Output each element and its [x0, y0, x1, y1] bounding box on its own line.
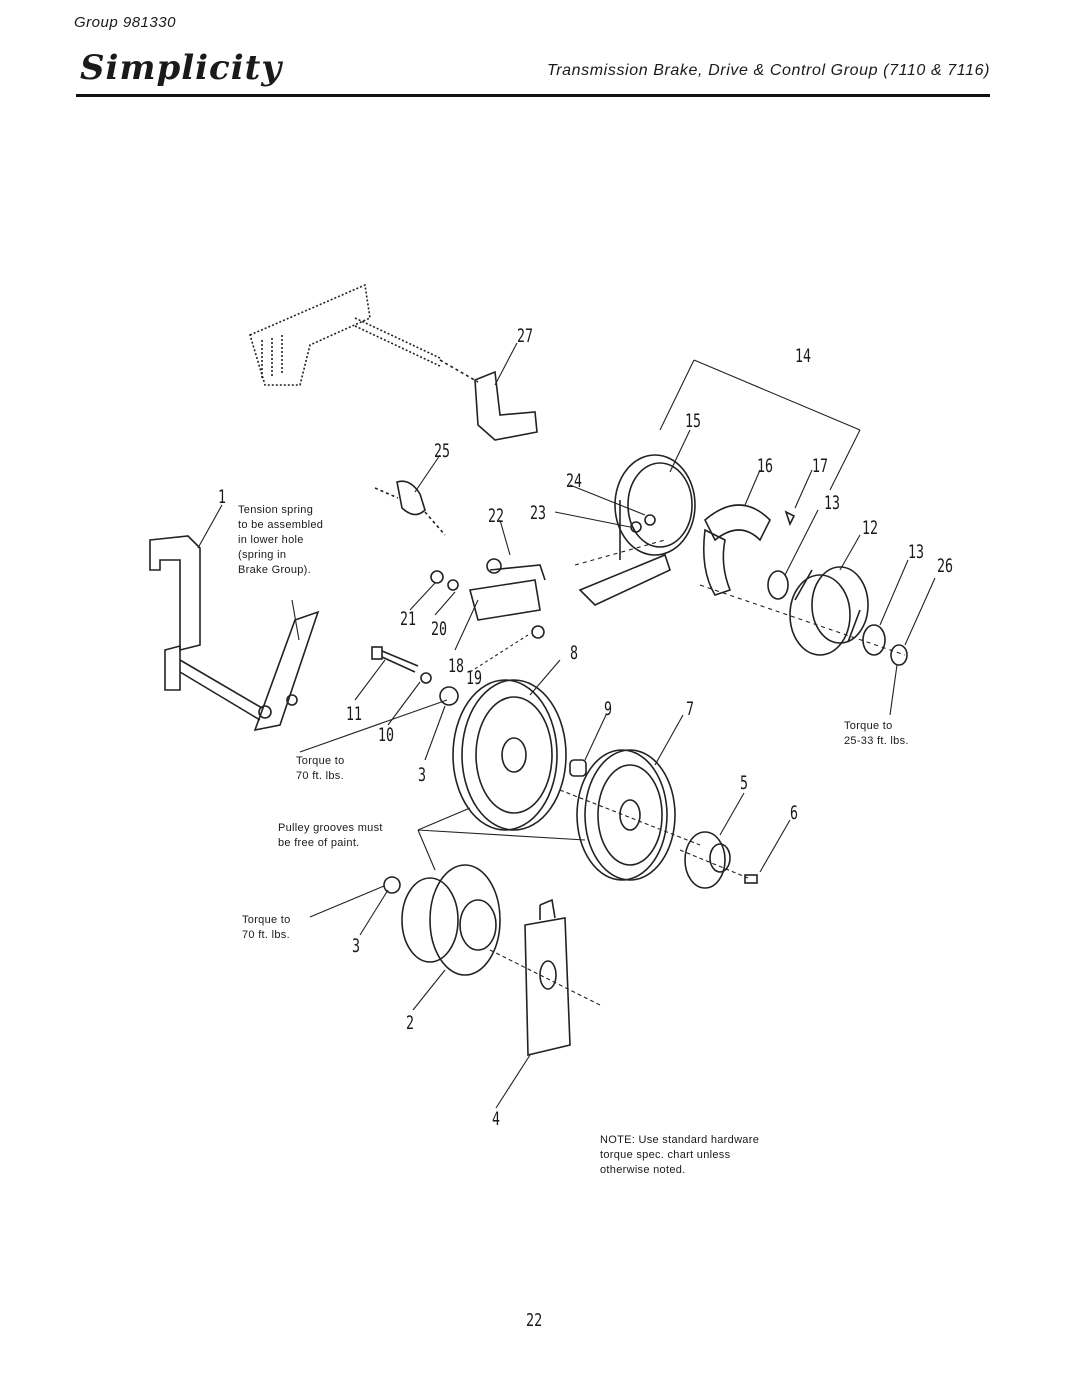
- callout-19: 19: [466, 667, 483, 689]
- callout-13-lower: 13: [908, 541, 925, 563]
- callout-25: 25: [434, 440, 451, 462]
- callout-leaders: [197, 342, 936, 1109]
- callout-1: 1: [218, 486, 227, 508]
- callout-4: 4: [492, 1108, 501, 1130]
- part-19-bolt: [531, 625, 545, 639]
- callout-12: 12: [862, 517, 879, 539]
- callout-3-lower: 3: [352, 935, 361, 957]
- torque-70-lower-note: Torque to 70 ft. lbs.: [242, 914, 291, 941]
- part-21-nut: [430, 570, 444, 584]
- header-rule: [76, 94, 990, 97]
- callout-13-upper: 13: [824, 492, 841, 514]
- callout-10: 10: [378, 724, 395, 746]
- callout-7: 7: [686, 698, 695, 720]
- group-label: Group 981330: [74, 14, 176, 31]
- frame-part: [249, 283, 441, 386]
- part-20-washer: [447, 579, 459, 591]
- callout-5: 5: [740, 772, 749, 794]
- part-5-hub: [684, 831, 731, 889]
- tension-spring-note: Tension spring to be assembled in lower …: [238, 504, 324, 576]
- part-13-washer-a: [767, 570, 789, 600]
- callout-15: 15: [685, 410, 702, 432]
- callout-9: 9: [604, 698, 613, 720]
- callout-22: 22: [488, 505, 505, 527]
- part-10-washer: [420, 672, 432, 684]
- part-18-bracket: [468, 564, 546, 621]
- callout-2: 2: [406, 1012, 415, 1034]
- callout-14: 14: [795, 345, 812, 367]
- hardware-torque-note: NOTE: Use standard hardware torque spec.…: [600, 1134, 760, 1176]
- pulley-grooves-note: Pulley grooves must be free of paint.: [278, 822, 383, 849]
- brand-logo: Simplicity: [80, 48, 283, 88]
- part-25-clamp: [374, 480, 446, 536]
- part-16-band: [702, 504, 771, 596]
- part-9-spacer: [569, 759, 587, 777]
- callout-16: 16: [757, 455, 774, 477]
- callout-21: 21: [400, 608, 417, 630]
- part-17-pin: [784, 510, 796, 527]
- callout-20: 20: [431, 618, 448, 640]
- callout-6: 6: [790, 802, 799, 824]
- part-23-nut: [630, 521, 642, 533]
- part-3-nut-upper: [439, 686, 459, 706]
- callout-24: 24: [566, 470, 583, 492]
- part-26-nut: [890, 644, 908, 666]
- callout-17: 17: [812, 455, 829, 477]
- callout-8: 8: [570, 642, 579, 664]
- callout-27: 27: [517, 325, 534, 347]
- part-11-bolt: [371, 646, 419, 673]
- part-1-control-bracket: [149, 535, 320, 732]
- part-22-bolt: [486, 558, 502, 574]
- part-2-engine-pulley: [383, 864, 501, 976]
- part-13-washer-b: [862, 624, 886, 656]
- part-15-brake-band: [578, 454, 696, 606]
- page-title: Transmission Brake, Drive & Control Grou…: [547, 62, 990, 79]
- page-number: 22: [526, 1310, 543, 1331]
- part-7-pulley: [576, 749, 676, 881]
- callout-26: 26: [937, 555, 954, 577]
- callout-23: 23: [530, 502, 547, 524]
- part-24-nut: [644, 514, 656, 526]
- callout-3-upper: 3: [418, 764, 427, 786]
- torque-70-upper-note: Torque to 70 ft. lbs.: [296, 755, 345, 782]
- callout-18: 18: [448, 655, 465, 677]
- part-4-plate: [524, 898, 571, 1057]
- part-12-brake-drum: [789, 566, 869, 656]
- part-8-drive-pulley: [452, 679, 567, 831]
- part-27-bracket: [439, 359, 538, 441]
- callout-11: 11: [346, 703, 363, 725]
- part-6-setscrew: [744, 874, 758, 884]
- torque-25-33-note: Torque to 25-33 ft. lbs.: [844, 720, 909, 747]
